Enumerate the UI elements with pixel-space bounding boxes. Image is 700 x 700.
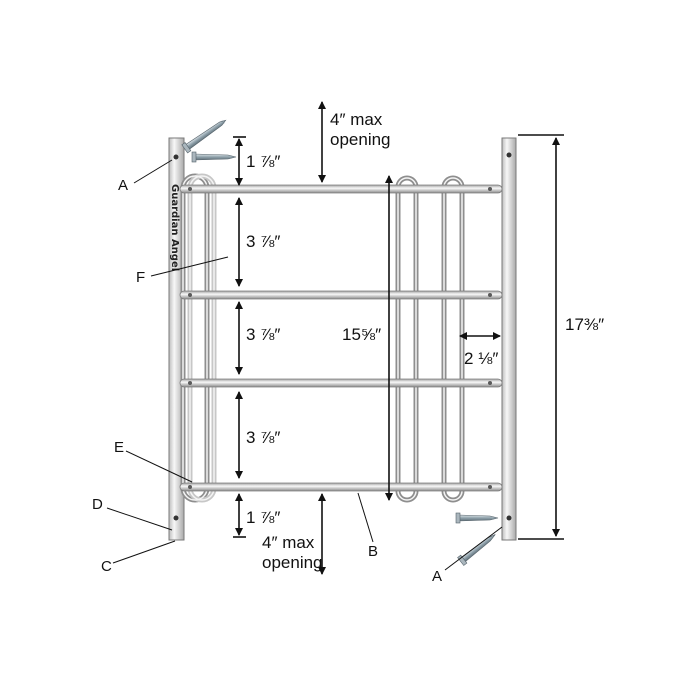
- inner-height-label: 15⅝″: [342, 325, 381, 344]
- right-mounting-post: [501, 137, 517, 541]
- gap-3-label: 3 ⅞″: [246, 428, 280, 447]
- bottom-opening-line2: opening: [262, 553, 323, 572]
- top-opening-line2: opening: [330, 130, 391, 149]
- left-vertical-loops: [180, 173, 217, 503]
- brand-label: Guardian Angel: [169, 184, 180, 271]
- screw-icon: [181, 119, 227, 154]
- callout-c: C: [101, 558, 112, 575]
- right-vertical-loops: [395, 175, 465, 503]
- total-height-label: 17⅜″: [565, 315, 604, 334]
- screw-icon: [455, 512, 499, 524]
- top-opening-line1: 4″ max: [330, 110, 383, 129]
- bottom-gap-label: 1 ⅞″: [246, 508, 280, 527]
- overlap-label: 2 ⅛″: [464, 349, 498, 368]
- horizontal-bar: [179, 290, 503, 300]
- horizontal-bar: [179, 184, 503, 194]
- callout-b: B: [368, 543, 378, 560]
- callout-a-top: A: [118, 177, 128, 194]
- horizontal-bars: [179, 184, 503, 492]
- horizontal-bar: [179, 378, 503, 388]
- gap-1-label: 3 ⅞″: [246, 232, 280, 251]
- callout-d: D: [92, 496, 103, 513]
- horizontal-bar: [179, 482, 503, 492]
- dimension-lines: [233, 101, 564, 575]
- callout-f: F: [136, 269, 145, 286]
- callout-e: E: [114, 439, 124, 456]
- callout-leaders: [106, 159, 503, 571]
- gap-2-label: 3 ⅞″: [246, 325, 280, 344]
- screw-icon: [457, 534, 496, 566]
- callout-a-bottom: A: [432, 568, 442, 585]
- top-gap-label: 1 ⅞″: [246, 152, 280, 171]
- screw-icon: [191, 151, 237, 163]
- bottom-opening-line1: 4″ max: [262, 533, 315, 552]
